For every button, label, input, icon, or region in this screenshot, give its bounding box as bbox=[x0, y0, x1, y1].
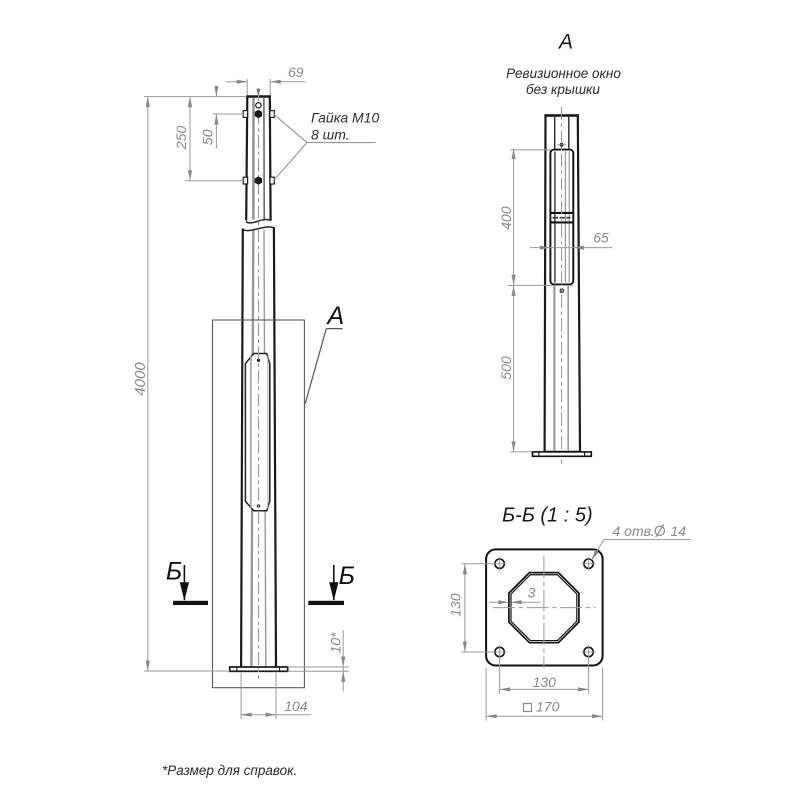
svg-text:Б-Б (1 : 5): Б-Б (1 : 5) bbox=[502, 505, 593, 527]
svg-text:250: 250 bbox=[173, 126, 189, 151]
svg-text:Б: Б bbox=[166, 557, 182, 585]
svg-text:14: 14 bbox=[671, 523, 687, 539]
svg-text:130: 130 bbox=[448, 593, 464, 617]
svg-text:Б: Б bbox=[339, 562, 355, 590]
svg-text:400: 400 bbox=[498, 206, 514, 230]
svg-text:10*: 10* bbox=[328, 632, 344, 654]
svg-text:без крышки: без крышки bbox=[526, 82, 600, 97]
svg-text:Гайка М10: Гайка М10 bbox=[311, 110, 379, 126]
svg-text:4 отв.: 4 отв. bbox=[613, 523, 655, 539]
svg-text:69: 69 bbox=[288, 64, 304, 80]
svg-text:104: 104 bbox=[284, 698, 308, 714]
svg-text:*Размер для справок.: *Размер для справок. bbox=[162, 763, 297, 778]
svg-text:А: А bbox=[325, 302, 344, 330]
svg-text:65: 65 bbox=[593, 230, 609, 246]
svg-text:50: 50 bbox=[199, 129, 215, 145]
svg-text:Ревизионное окно: Ревизионное окно bbox=[506, 66, 621, 81]
svg-text:4000: 4000 bbox=[132, 362, 149, 396]
svg-text:170: 170 bbox=[536, 699, 560, 715]
svg-text:А: А bbox=[557, 31, 573, 54]
svg-text:8 шт.: 8 шт. bbox=[311, 127, 350, 143]
svg-text:130: 130 bbox=[533, 674, 557, 690]
svg-text:500: 500 bbox=[498, 356, 514, 380]
svg-text:3: 3 bbox=[528, 585, 536, 601]
